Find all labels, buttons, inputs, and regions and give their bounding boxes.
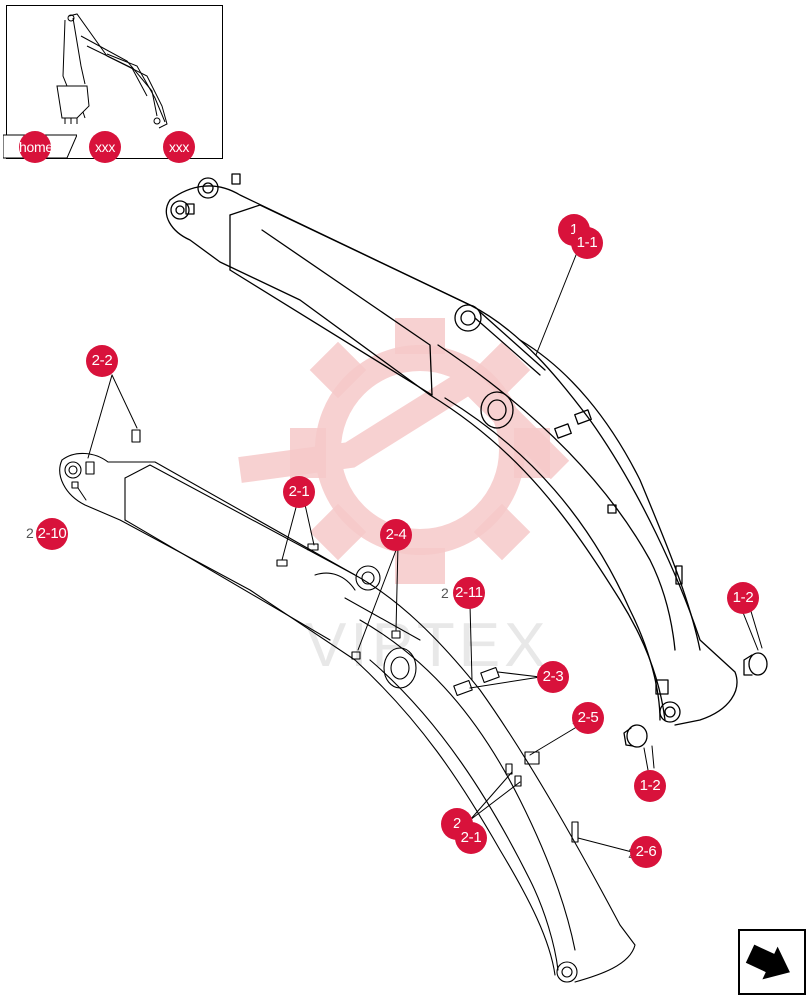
next-arrow-icon	[745, 942, 790, 980]
nav-home-button[interactable]: home	[19, 131, 53, 163]
excavator-thumbnail-icon	[56, 13, 168, 129]
callout-2-5[interactable]: 2-5	[572, 702, 604, 734]
callout-1-2[interactable]: 1-2	[634, 770, 666, 802]
callout-2-11[interactable]: 2-11	[453, 577, 485, 609]
boom-assembly-1	[165, 173, 738, 726]
callout-2-10[interactable]: 2-10	[36, 518, 68, 550]
nav-xxx-button[interactable]: xxx	[163, 131, 195, 163]
callout-2-2[interactable]: 2-2	[86, 345, 118, 377]
boom-assembly-2	[59, 374, 636, 983]
callout-2-1[interactable]: 2-1	[283, 476, 315, 508]
callout-2-4[interactable]: 2-4	[380, 519, 412, 551]
callout-2-3[interactable]: 2-3	[537, 661, 569, 693]
callout-2-1[interactable]: 2-1	[455, 822, 487, 854]
pins-1-2	[623, 604, 768, 771]
callout-1-1[interactable]: 1-1	[571, 227, 603, 259]
callout-1-2[interactable]: 1-2	[727, 582, 759, 614]
ghost-label: 2	[441, 585, 449, 601]
next-page-button[interactable]	[738, 929, 806, 995]
callout-2-6[interactable]: 2-6	[630, 836, 662, 868]
ghost-label: 2	[26, 525, 34, 541]
nav-xxx-button[interactable]: xxx	[89, 131, 121, 163]
